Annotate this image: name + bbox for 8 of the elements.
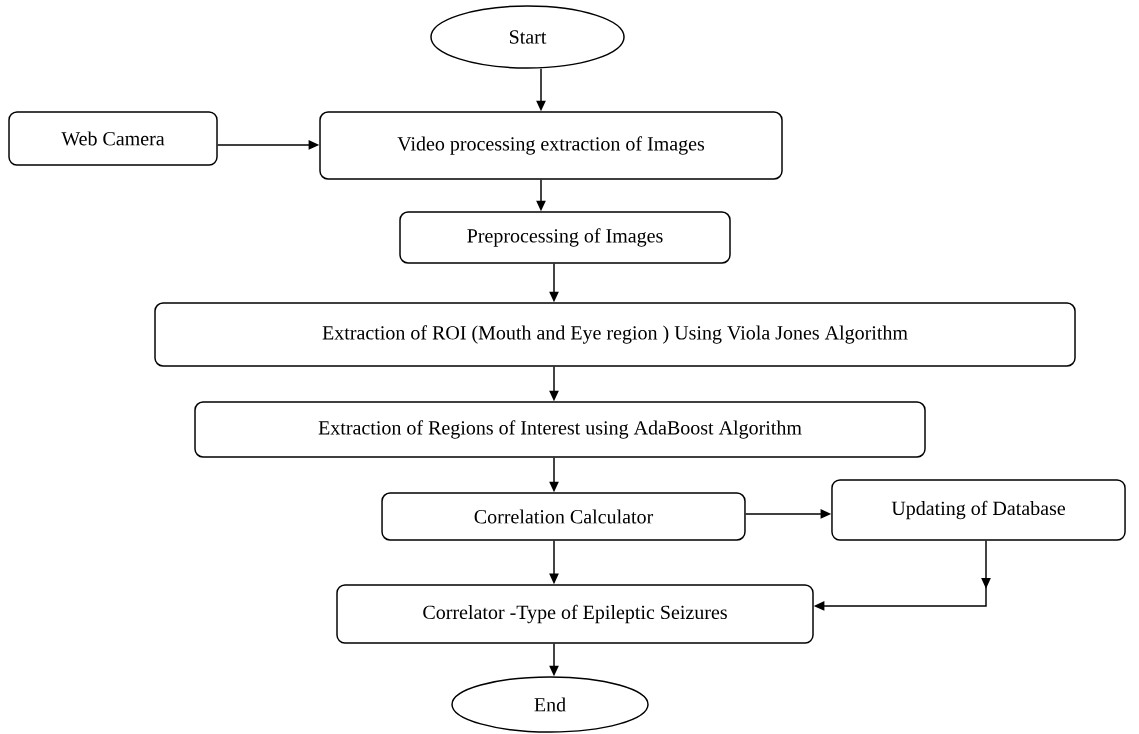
process-box: Correlator -Type of Epileptic Seizures (336, 584, 814, 644)
process-box: Preprocessing of Images (399, 211, 731, 264)
process-box: Extraction of Regions of Interest using AdaBoost Algorithm (194, 401, 926, 458)
process-box: Correlation Calculator (381, 492, 746, 541)
process-box: Extraction of ROI (Mouth and Eye region ) Using Viola Jones Algorithm (154, 302, 1076, 367)
process-box: Video processing extraction of Images (319, 111, 783, 180)
process-box: Updating of Database (831, 479, 1126, 541)
process-box: Web Camera (8, 111, 218, 166)
